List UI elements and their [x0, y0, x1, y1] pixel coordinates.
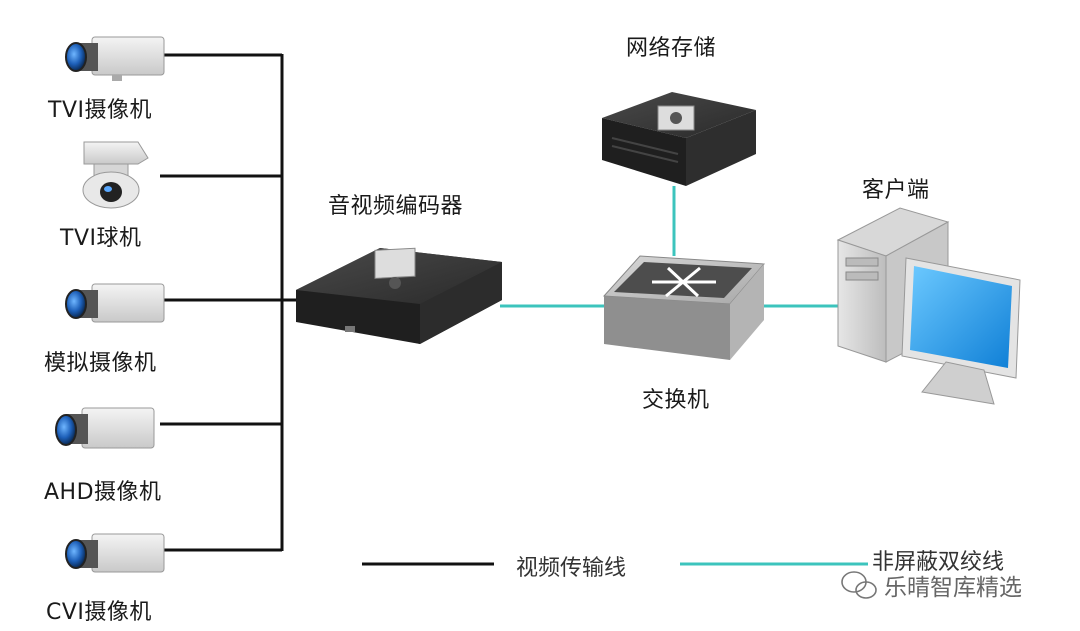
- box-camera-icon: [65, 283, 165, 323]
- dome-camera-icon: [82, 141, 149, 209]
- box-camera-icon: [55, 407, 155, 449]
- camera-label-tvi-dome: TVI球机: [60, 226, 142, 251]
- desktop-pc-icon: [836, 207, 1021, 405]
- legend-video-line-label: 视频传输线: [516, 556, 627, 581]
- camera-label-analog: 模拟摄像机: [44, 351, 157, 376]
- camera-label-cvi: CVI摄像机: [46, 600, 152, 625]
- client-label: 客户端: [862, 178, 930, 203]
- twisted-pair-lines: [500, 186, 838, 308]
- video-lines: [160, 53, 296, 552]
- nvr-icon: [602, 92, 756, 186]
- box-camera-icon: [65, 36, 165, 81]
- legend-twisted-pair-label: 非屏蔽双绞线: [872, 550, 1005, 575]
- wechat-logo-icon: [841, 571, 877, 599]
- encoder-icon: [296, 247, 502, 344]
- storage-label: 网络存储: [626, 36, 717, 61]
- watermark-text: 乐晴智库精选: [884, 575, 1022, 601]
- camera-label-tvi: TVI摄像机: [48, 98, 152, 123]
- box-camera-icon: [65, 533, 165, 573]
- encoder-label: 音视频编码器: [328, 194, 464, 219]
- switch-icon: [602, 255, 766, 360]
- switch-label: 交换机: [642, 388, 710, 413]
- camera-label-ahd: AHD摄像机: [44, 480, 162, 505]
